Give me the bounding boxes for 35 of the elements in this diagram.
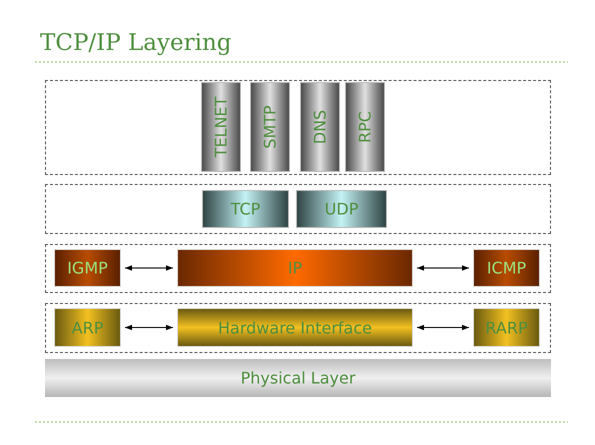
layer-frame — [45, 303, 551, 353]
double-arrow — [124, 324, 174, 330]
layer-bar — [45, 359, 551, 397]
protocol-label: SMTP — [260, 105, 280, 149]
protocol-label: DNS — [310, 110, 330, 144]
protocol-block — [250, 82, 290, 172]
protocol-block — [177, 308, 413, 347]
double-arrow — [416, 265, 470, 271]
protocol-block — [300, 82, 340, 172]
slide-title: TCP/IP Layering — [40, 30, 232, 56]
protocol-block — [54, 308, 121, 347]
protocol-block — [177, 249, 413, 287]
protocol-block — [473, 308, 540, 347]
protocol-label: TELNET — [212, 96, 230, 158]
protocol-label: RPC — [356, 111, 374, 143]
protocol-label: Physical Layer — [240, 368, 356, 388]
double-arrow — [416, 324, 470, 330]
protocol-label: IGMP — [67, 258, 108, 278]
protocol-block — [345, 82, 385, 172]
protocol-label: UDP — [324, 200, 358, 218]
protocol-label: ICMP — [486, 258, 526, 278]
double-arrow — [124, 265, 174, 271]
protocol-block — [202, 190, 289, 228]
protocol-block — [54, 249, 121, 287]
layer-frame — [45, 80, 551, 175]
layer-frame — [45, 244, 551, 293]
protocol-label: RARP — [485, 318, 528, 337]
protocol-block — [473, 249, 540, 287]
layer-frame — [45, 184, 551, 234]
protocol-label: Hardware Interface — [218, 318, 372, 337]
protocol-block — [201, 82, 241, 172]
protocol-label: ARP — [72, 318, 104, 337]
protocol-label: TCP — [230, 200, 260, 218]
protocol-block — [296, 190, 387, 228]
protocol-label: IP — [288, 258, 302, 278]
